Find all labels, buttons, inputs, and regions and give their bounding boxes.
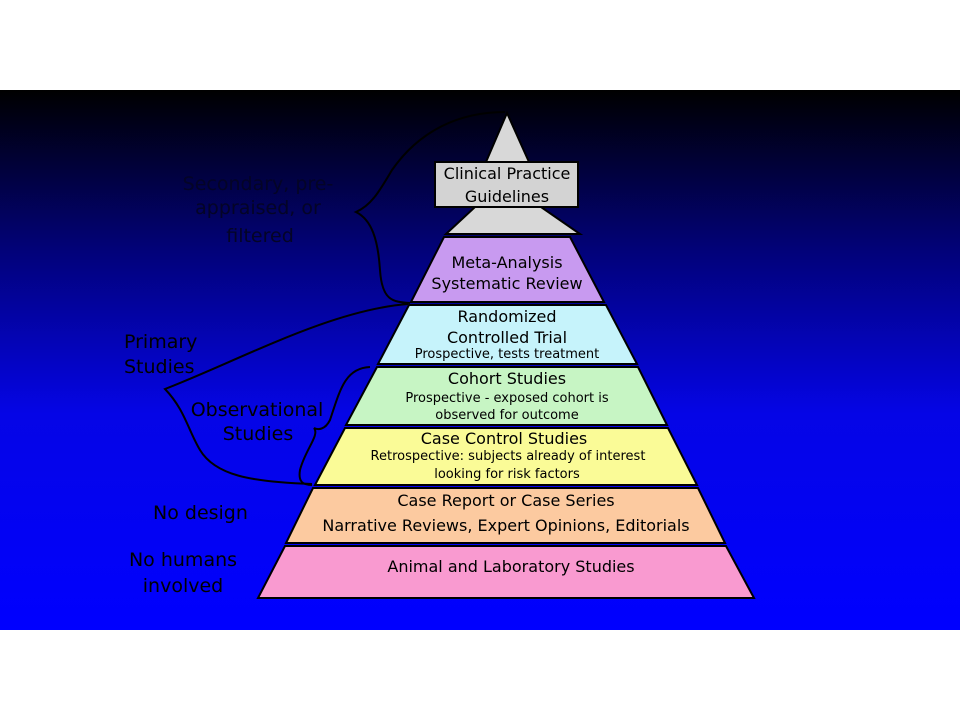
secondary-brace bbox=[353, 111, 506, 304]
primary-brace bbox=[163, 303, 409, 485]
label-primary-line-2: Studies bbox=[124, 356, 194, 378]
tier-animal-lab: Animal and Laboratory Studies bbox=[256, 545, 756, 599]
tier-guidelines-line-1: Clinical Practice bbox=[444, 164, 571, 183]
tier-cohort: Cohort Studies Prospective - exposed coh… bbox=[344, 366, 669, 426]
tier-casereport-line-2: Narrative Reviews, Expert Opinions, Edit… bbox=[322, 516, 689, 535]
tier-casecontrol-line-1: Case Control Studies bbox=[421, 429, 588, 448]
tier-meta-line-1: Meta-Analysis bbox=[451, 253, 562, 272]
tier-guidelines-line-2: Guidelines bbox=[465, 187, 549, 206]
tier-rct-sub-1: Prospective, tests treatment bbox=[415, 347, 600, 362]
label-no-humans-line-2: involved bbox=[143, 575, 223, 597]
tier-case-report: Case Report or Case Series Narrative Rev… bbox=[284, 487, 727, 544]
tier-rct-line-2: Controlled Trial bbox=[447, 328, 567, 347]
tier-cohort-sub-2: observed for outcome bbox=[435, 408, 578, 423]
evidence-pyramid-diagram: Clinical Practice Guidelines Meta-Analys… bbox=[124, 110, 756, 599]
label-secondary-line-2: appraised, or bbox=[195, 197, 321, 219]
tier-casecontrol-sub-1: Retrospective: subjects already of inter… bbox=[371, 449, 646, 464]
label-no-design: No design bbox=[153, 502, 248, 524]
tier-case-control: Case Control Studies Retrospective: subj… bbox=[313, 427, 699, 486]
label-secondary-line-3: filtered bbox=[226, 225, 294, 247]
tier-rct-line-1: Randomized bbox=[457, 307, 556, 326]
label-observational: Observational Studies bbox=[191, 399, 324, 445]
tier-rct: Randomized Controlled Trial Prospective,… bbox=[376, 304, 639, 365]
label-observational-line-1: Observational bbox=[191, 399, 324, 421]
label-primary-line-1: Primary bbox=[124, 331, 197, 353]
label-observational-line-2: Studies bbox=[223, 423, 293, 445]
tier-animal-line-1: Animal and Laboratory Studies bbox=[387, 557, 634, 576]
label-secondary-line-1: Secondary, pre- bbox=[183, 173, 334, 195]
pyramid-apex bbox=[484, 110, 531, 163]
tier-guidelines: Clinical Practice Guidelines bbox=[434, 161, 584, 235]
tier-casereport-line-1: Case Report or Case Series bbox=[397, 491, 614, 510]
tier-cohort-sub-1: Prospective - exposed cohort is bbox=[405, 391, 608, 406]
slide-background: Clinical Practice Guidelines Meta-Analys… bbox=[0, 90, 960, 630]
label-no-humans-line-1: No humans bbox=[129, 549, 237, 571]
tier-meta-line-2: Systematic Review bbox=[431, 274, 582, 293]
label-primary: Primary Studies bbox=[124, 331, 197, 378]
label-secondary: Secondary, pre- appraised, or filtered bbox=[183, 173, 334, 247]
tier-cohort-line-1: Cohort Studies bbox=[448, 369, 566, 388]
observational-brace bbox=[298, 366, 371, 486]
tier-casecontrol-sub-2: looking for risk factors bbox=[434, 467, 580, 482]
label-no-humans: No humans involved bbox=[129, 549, 237, 597]
tier-meta-analysis: Meta-Analysis Systematic Review bbox=[409, 236, 606, 303]
